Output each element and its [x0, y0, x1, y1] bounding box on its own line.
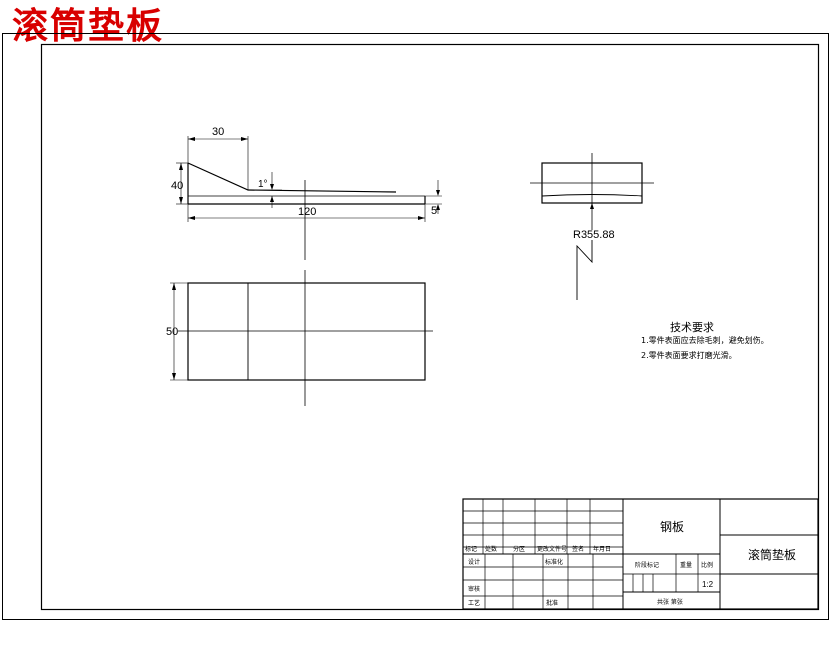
tb-designer: 设计	[468, 558, 480, 566]
tb-process: 工艺	[468, 599, 480, 607]
sheet-frame	[2, 33, 829, 620]
tb-label-zone: 分区	[513, 545, 525, 553]
tb-scale: 比例	[701, 561, 713, 569]
tech-item-1: 1.零件表面应去除毛刺，避免划伤。	[641, 335, 769, 345]
dim-angle: 1°	[258, 179, 268, 190]
tb-label-mark: 标记	[465, 545, 477, 553]
drawing-title: 滚筒垫板	[12, 5, 165, 47]
break-line	[576, 240, 593, 300]
tb-label-count: 处数	[485, 545, 497, 553]
tb-standardization: 标准化	[545, 558, 563, 566]
dim-width: 50	[166, 326, 178, 338]
tb-part-name: 滚筒垫板	[748, 547, 796, 562]
tb-checker: 审核	[468, 585, 480, 593]
tb-material: 钢板	[660, 520, 684, 534]
tech-item-2: 2.零件表面要求打磨光滑。	[641, 350, 737, 360]
top-view	[170, 270, 433, 406]
tb-scale-value: 1:2	[702, 580, 714, 589]
tb-label-date: 年月日	[593, 545, 611, 553]
dim-height: 40	[171, 180, 183, 192]
tech-heading: 技术要求	[670, 321, 714, 334]
title-block	[462, 498, 819, 610]
arrowheads	[179, 137, 440, 220]
side-view	[530, 153, 654, 300]
front-view	[176, 136, 442, 260]
dim-radius: R355.88	[573, 229, 615, 241]
dim-thickness: 5	[431, 205, 437, 217]
tb-approve: 批准	[546, 599, 558, 607]
profile-outline	[187, 162, 397, 193]
dim-top-length: 30	[212, 126, 224, 138]
tb-labels: 标记 处数 分区 更改文件号 签名 年月日 设计 标准化 阶段标记 重量 比例 …	[465, 545, 713, 607]
tb-stage-mark: 阶段标记	[635, 561, 659, 569]
arrowheads-plan	[172, 283, 176, 380]
drawing-border	[40, 43, 820, 611]
tb-weight: 重量	[680, 561, 692, 569]
tb-label-sign: 签名	[572, 545, 584, 553]
tb-sheet: 共张 第张	[657, 598, 683, 606]
dim-total-length: 120	[298, 206, 316, 218]
tb-label-change-doc: 更改文件号	[537, 545, 567, 553]
